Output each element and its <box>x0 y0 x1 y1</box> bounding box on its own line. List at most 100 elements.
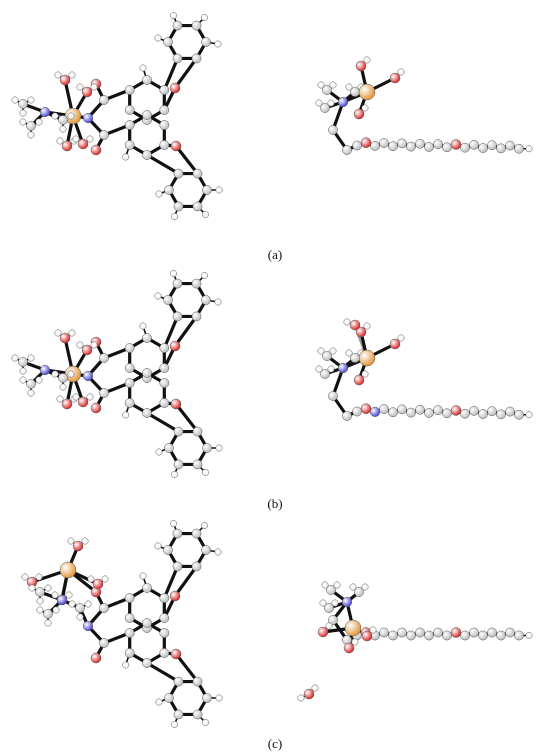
hydrogen-atom <box>311 684 319 692</box>
oxygen-atom <box>169 590 181 602</box>
hydrogen-atom <box>154 292 162 300</box>
oxygen-atom <box>317 626 329 638</box>
hydrogen-atom <box>72 135 80 143</box>
hydrogen-atom <box>51 370 59 378</box>
bond <box>145 411 181 434</box>
hydrogen-atom <box>27 389 35 397</box>
hydrogen-atom <box>19 109 27 117</box>
carbon-atom <box>460 408 470 419</box>
nitrogen-atom <box>82 370 94 382</box>
hydrogen-atom <box>317 347 325 355</box>
carbon-atom <box>75 603 85 613</box>
hydrogen-atom <box>56 395 64 403</box>
carbon-atom <box>124 593 135 603</box>
bond <box>173 56 199 90</box>
carbon-atom <box>415 404 425 415</box>
carbon-atom <box>159 343 170 353</box>
hydrogen-atom <box>35 376 43 384</box>
bond <box>162 564 180 600</box>
hydrogen-atom <box>170 270 177 277</box>
oxygen-atom <box>349 319 361 331</box>
oxygen-atom <box>361 630 373 642</box>
hydrogen-atom <box>56 137 64 145</box>
carbon-atom <box>460 142 470 153</box>
carbon-atom <box>442 408 452 419</box>
carbon-atom <box>322 351 332 361</box>
nitrogen-atom <box>39 364 51 376</box>
hydrogen-atom <box>201 272 208 279</box>
hydrogen-atom <box>122 661 130 669</box>
hydrogen-atom <box>67 370 75 378</box>
hydrogen-atom <box>351 638 359 646</box>
carbon-atom <box>433 627 443 638</box>
hydrogen-atom <box>525 411 533 419</box>
carbon-atom <box>328 391 338 401</box>
bond <box>174 402 200 434</box>
carbon-atom <box>487 406 497 417</box>
oxygen-atom <box>77 396 89 408</box>
hydrogen-atom <box>101 575 109 583</box>
panel-caption-a: (a) <box>267 247 283 262</box>
hydrogen-atom <box>81 537 89 545</box>
carbon-atom <box>201 545 211 555</box>
carbon-atom <box>322 85 332 95</box>
carbon-atom <box>173 201 184 212</box>
carbon-atom <box>202 185 212 195</box>
carbon-atom <box>370 141 380 151</box>
carbon-atom <box>142 333 152 343</box>
oxygen-atom <box>353 108 365 120</box>
carbon-atom <box>415 627 425 638</box>
carbon-atom <box>191 311 202 322</box>
hydrogen-atom <box>214 40 222 48</box>
hydrogen-atom <box>54 329 62 337</box>
carbon-atom <box>142 618 152 628</box>
hydrogen-atom <box>11 354 19 362</box>
hydrogen-atom <box>215 694 223 702</box>
hydrogen-atom <box>19 118 27 126</box>
molecule-top-view-b <box>11 270 223 478</box>
carbon-atom <box>191 53 202 64</box>
nitrogen-atom <box>56 594 68 606</box>
carbon-atom <box>328 615 338 625</box>
hydrogen-atom <box>369 626 377 634</box>
carbon-atom <box>201 295 211 305</box>
hydrogen-atom <box>215 186 223 194</box>
hydrogen-atom <box>84 600 92 608</box>
carbon-atom <box>469 139 479 150</box>
carbon-atom <box>192 168 203 179</box>
carbon-atom <box>172 53 183 64</box>
hydrogen-atom <box>51 112 59 120</box>
carbon-atom <box>478 143 488 153</box>
carbon-atom <box>172 311 183 322</box>
carbon-atom <box>99 388 109 398</box>
carbon-atom <box>124 105 135 115</box>
oxygen-atom <box>90 652 102 664</box>
panel-caption-b: (b) <box>267 496 283 511</box>
oxygen-atom <box>355 326 367 338</box>
hydrogen-atom <box>122 411 130 419</box>
oxygen-atom <box>72 540 84 552</box>
oxygen-atom <box>389 72 401 84</box>
hydrogen-atom <box>345 349 353 357</box>
hydrogen-atom <box>122 153 130 161</box>
carbon-atom <box>124 363 135 373</box>
oxygen-atom <box>450 139 462 150</box>
molecule-side-view-a <box>315 56 533 155</box>
carbon-atom <box>58 115 68 125</box>
carbon-atom <box>163 295 173 305</box>
hydrogen-atom <box>171 213 178 220</box>
carbon-atom <box>487 627 497 638</box>
carbon-atom <box>487 140 497 151</box>
carbon-atom <box>142 110 152 120</box>
oxygen-atom <box>303 688 315 700</box>
hydrogen-atom <box>59 125 67 133</box>
carbon-atom <box>18 357 28 367</box>
bond <box>162 56 180 92</box>
oxygen-atom <box>169 340 181 352</box>
carbon-atom <box>379 627 389 638</box>
carbon-atom <box>142 658 152 668</box>
carbon-atom <box>172 561 183 572</box>
carbon-atom <box>173 426 184 437</box>
hydrogen-atom <box>51 591 59 599</box>
bond <box>173 564 199 598</box>
